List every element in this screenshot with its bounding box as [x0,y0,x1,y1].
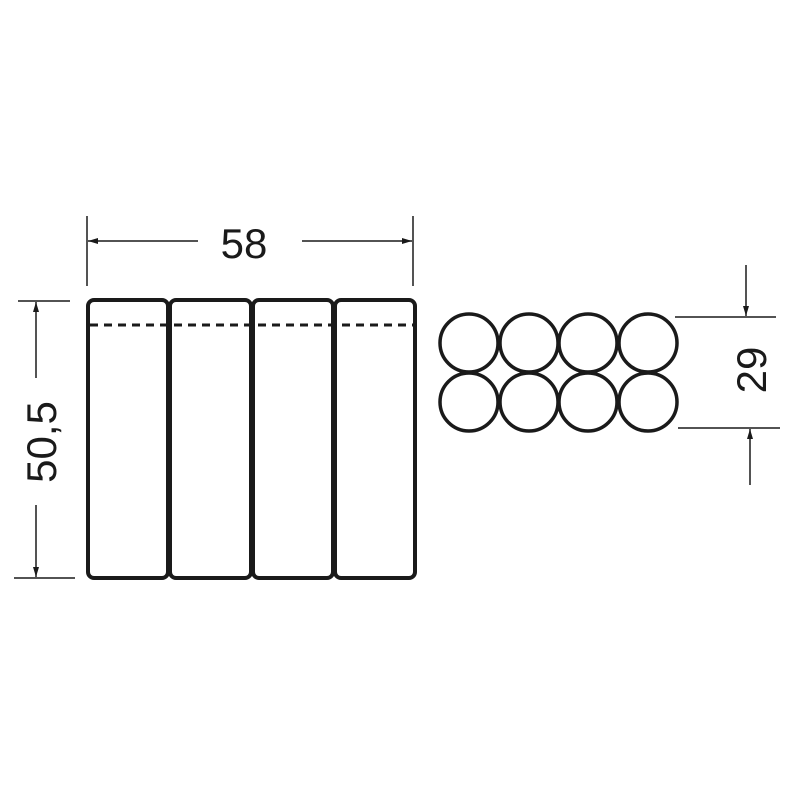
side-view [86,298,417,580]
circle-r2-c3 [557,371,619,433]
segment-1 [86,298,170,580]
circle-r2-c4 [617,371,679,433]
circle-r1-c4 [617,312,679,374]
top-view-height-dimension: 29 [675,265,780,485]
circle-r2-c1 [438,371,500,433]
width-dimension-label: 58 [221,220,268,267]
circle-r2-c2 [498,371,560,433]
circle-r1-c3 [557,312,619,374]
height-dimension: 50,5 [14,300,75,579]
top-view [438,312,679,433]
height-dimension-label: 50,5 [18,401,65,483]
top-view-height-label: 29 [728,347,775,394]
segment-3 [251,298,335,580]
circle-r1-c2 [498,312,560,374]
circle-r1-c1 [438,312,500,374]
segment-2 [168,298,253,580]
segment-4 [333,298,417,580]
width-dimension: 58 [86,216,414,286]
